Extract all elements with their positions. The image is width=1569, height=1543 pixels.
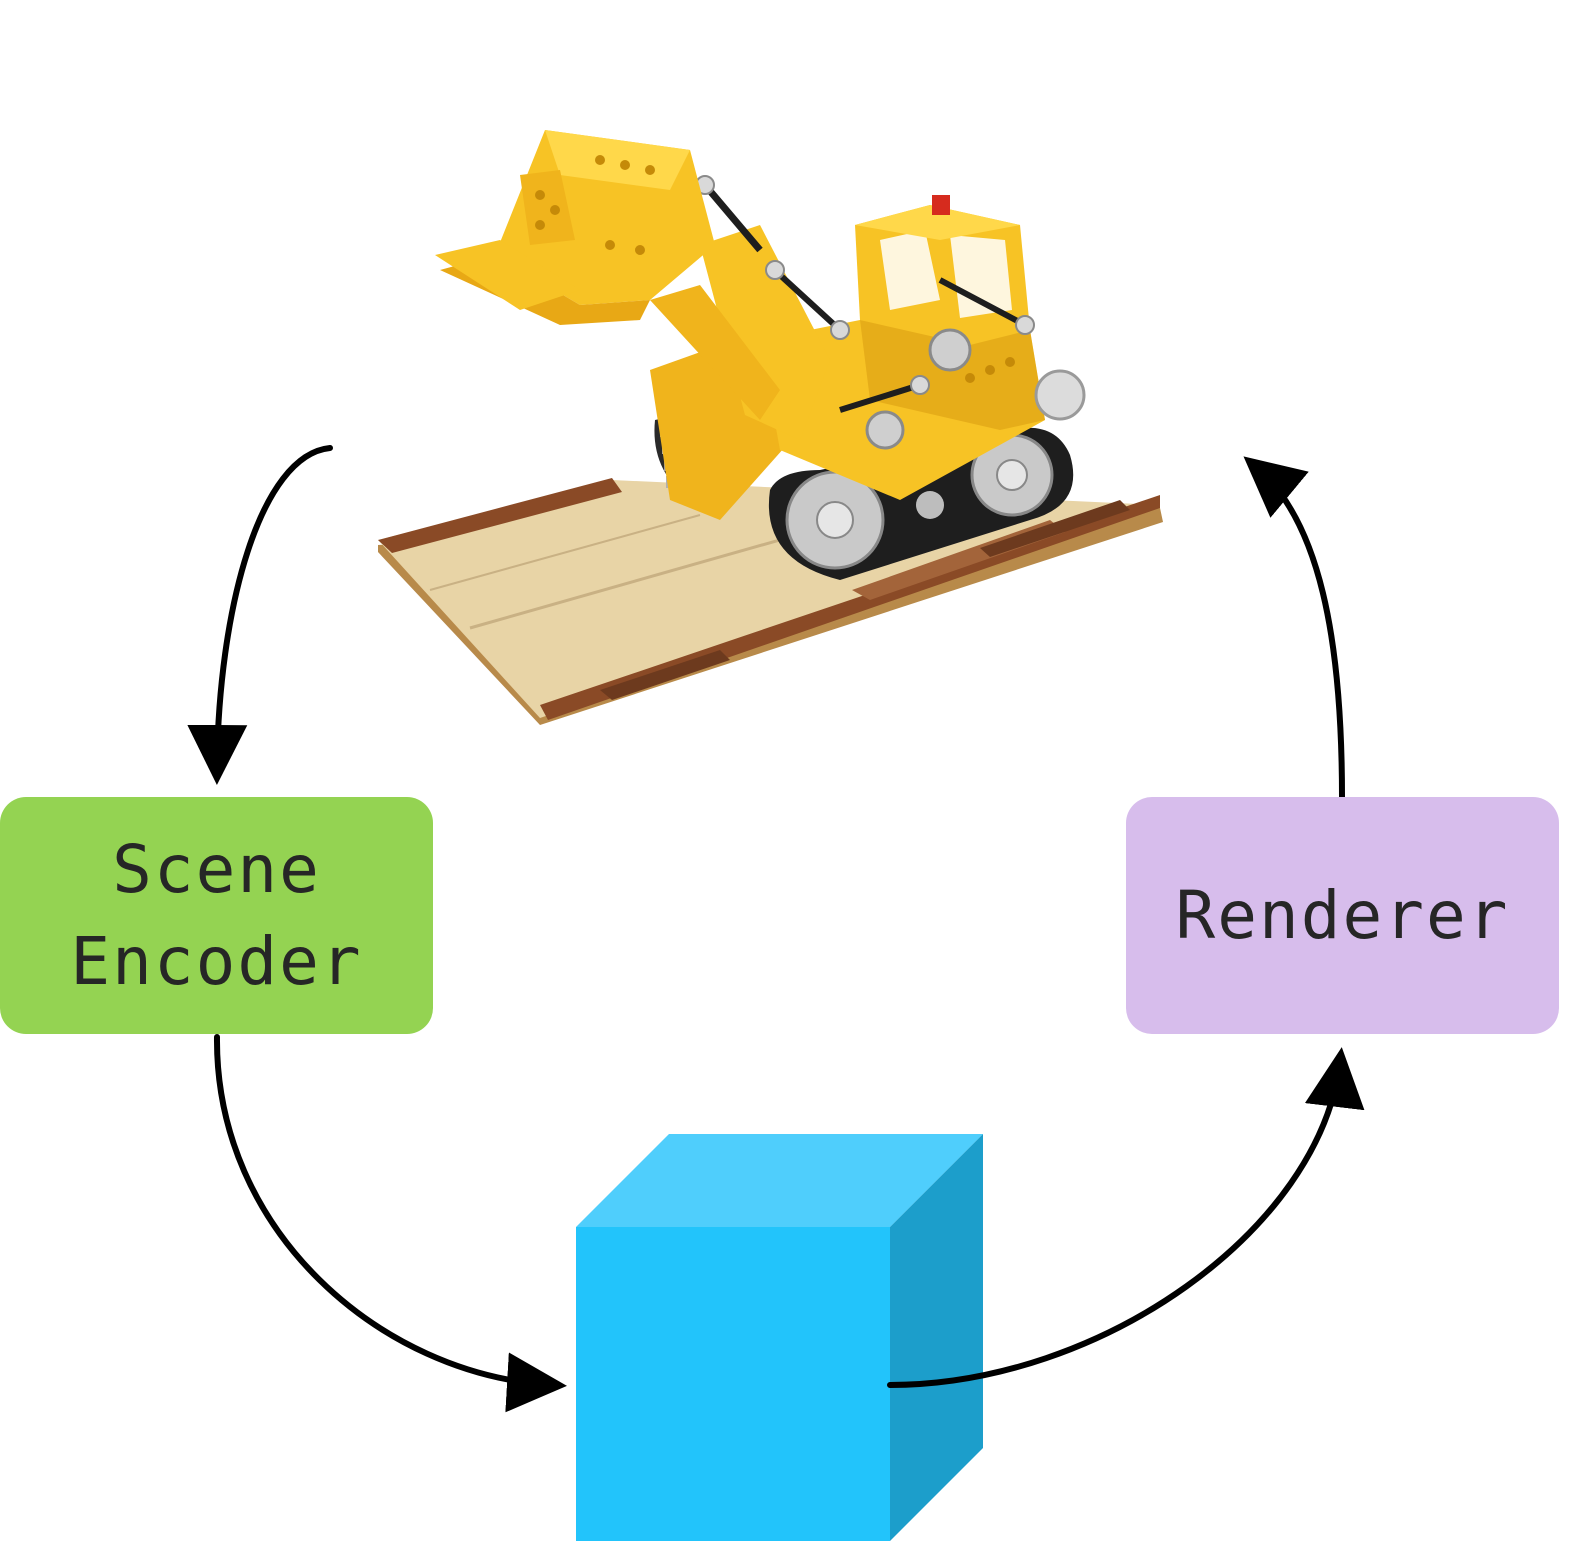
arrow-encoder-to-cube — [213, 1034, 567, 1413]
lego-bulldozer-image — [378, 130, 1163, 725]
body — [650, 195, 1086, 520]
arrow-image-to-encoder — [187, 445, 333, 785]
arrow-cube-to-renderer — [887, 1047, 1365, 1388]
arrows — [187, 445, 1365, 1413]
scene-encoder-label: Scene Encoder — [70, 830, 363, 1000]
cube-front-face — [576, 1227, 890, 1541]
renderer-label: Renderer — [1175, 876, 1510, 954]
renderer-box: Renderer — [1126, 797, 1559, 1034]
bucket — [435, 130, 715, 325]
arrow-renderer-to-image — [1243, 456, 1345, 800]
loader-arms — [650, 175, 1035, 440]
scene-encoder-box: Scene Encoder — [0, 797, 433, 1034]
latent-cube-icon — [576, 1134, 983, 1541]
cube-side-face — [890, 1134, 983, 1541]
cube-top-face — [576, 1134, 983, 1227]
